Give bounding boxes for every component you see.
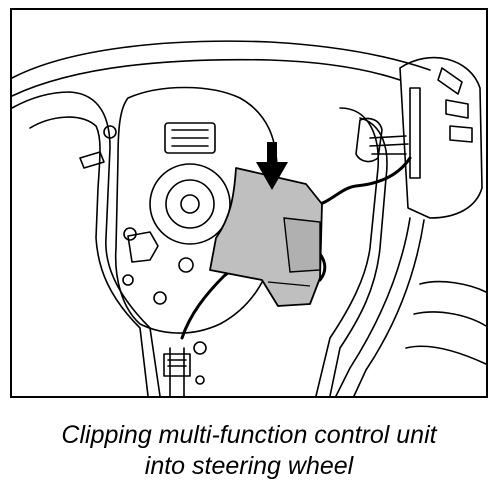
right-bracket bbox=[355, 117, 383, 163]
caption-line-1: Clipping multi-function control unit bbox=[61, 421, 437, 449]
hub-boss-outer bbox=[149, 163, 231, 245]
screw bbox=[122, 274, 134, 286]
steering-wheel-rim-outer bbox=[11, 40, 431, 79]
left-slot bbox=[79, 151, 105, 169]
side-clip bbox=[127, 231, 159, 263]
screw bbox=[193, 341, 207, 355]
screw bbox=[123, 227, 137, 241]
hub-housing bbox=[114, 86, 278, 334]
harness-connector bbox=[163, 353, 191, 377]
hub-boss-mid bbox=[165, 179, 215, 229]
arrow-down-icon bbox=[256, 142, 288, 190]
screw bbox=[103, 125, 117, 139]
left-spoke bbox=[11, 91, 161, 397]
left-spoke-inner bbox=[29, 116, 149, 397]
right-switch-housing bbox=[399, 56, 483, 219]
right-spoke bbox=[315, 107, 380, 397]
caption-line-2: into steering wheel bbox=[144, 452, 354, 480]
technical-drawing bbox=[10, 8, 488, 398]
lower-right-rim bbox=[335, 217, 411, 397]
screw bbox=[178, 257, 194, 273]
multi-function-control-unit bbox=[209, 167, 323, 307]
steering-wheel-rim-inner bbox=[11, 58, 401, 97]
hub-bolt bbox=[180, 194, 200, 214]
lower-right-trim bbox=[405, 280, 487, 365]
wiring-harness bbox=[310, 156, 412, 208]
right-spoke-inner bbox=[329, 117, 388, 397]
figure-caption: Clipping multi-function control unit int… bbox=[0, 420, 498, 482]
screw bbox=[153, 291, 167, 305]
hub-connector bbox=[164, 122, 216, 154]
drawing-border bbox=[10, 8, 488, 398]
